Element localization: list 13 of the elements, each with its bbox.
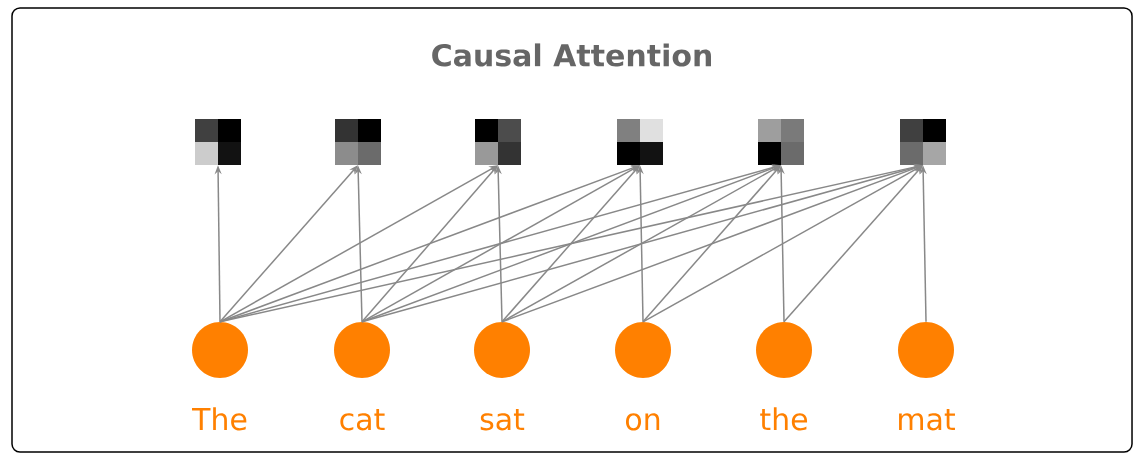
token-word: cat bbox=[340, 408, 385, 431]
token-word: sat bbox=[480, 408, 525, 431]
attention-grid bbox=[475, 119, 521, 165]
title: Causal Attention bbox=[432, 43, 711, 67]
token-word: The bbox=[192, 407, 247, 431]
attention-grid bbox=[195, 119, 241, 165]
token-word: on bbox=[626, 413, 660, 431]
attention-grid bbox=[335, 119, 381, 165]
token-word: mat bbox=[899, 408, 955, 431]
token-word: the bbox=[760, 407, 808, 431]
attention-grid bbox=[617, 119, 663, 165]
attention-grid bbox=[758, 119, 804, 165]
attention-grid bbox=[900, 119, 946, 165]
